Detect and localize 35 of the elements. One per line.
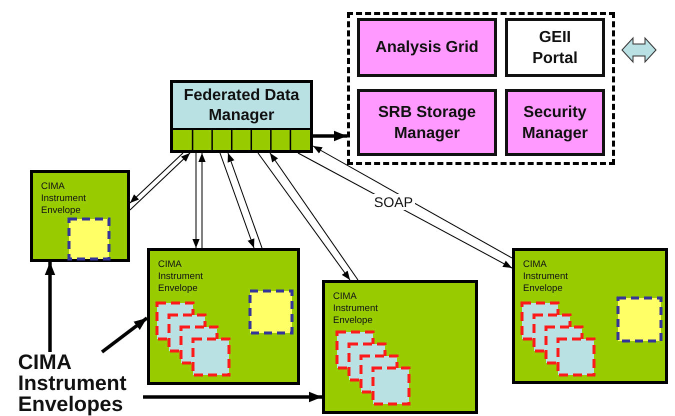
envelope-label: CIMA Instrument Envelope (333, 291, 379, 327)
envelope-box (322, 280, 478, 414)
component-box (357, 89, 497, 156)
arrow (130, 152, 184, 204)
arrow (258, 152, 350, 280)
envelope-label: CIMA Instrument Envelope (523, 259, 569, 295)
box-label: GEII Portal (531, 28, 579, 68)
envelope-label: CIMA Instrument Envelope (41, 181, 87, 217)
envelope-box (147, 248, 300, 385)
box-label: Analysis Grid (375, 38, 479, 58)
component-box (505, 18, 605, 77)
manager-box (170, 80, 313, 153)
envelope-label: CIMA Instrument Envelope (158, 259, 204, 295)
group-label: CIMA Instrument Envelopes (18, 352, 143, 415)
arrow (100, 316, 148, 354)
edge-label: SOAP (372, 194, 415, 210)
arrow (270, 152, 358, 280)
arrow (220, 152, 254, 248)
arrow (143, 392, 322, 402)
arrow (192, 152, 200, 248)
arrow (130, 152, 190, 210)
dashed-group-box (347, 12, 615, 165)
arrow (313, 130, 347, 142)
box-label: SRB Storage Manager (377, 102, 477, 144)
double-block-arrow (621, 36, 657, 64)
box-label: Security Manager (521, 102, 589, 144)
arrow (228, 152, 262, 248)
arrow (198, 152, 206, 248)
component-box (357, 18, 497, 77)
arrow (312, 146, 512, 258)
arrow (44, 262, 56, 352)
envelope-box (512, 248, 668, 384)
box-title: Federated Data Manager (182, 86, 300, 126)
component-box (505, 89, 605, 156)
envelope-box (30, 170, 130, 262)
